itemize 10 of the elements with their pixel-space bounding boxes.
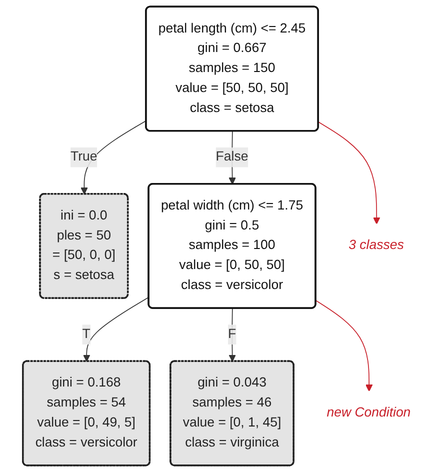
arrow bbox=[82, 296, 150, 362]
node-text: new Condition bbox=[326, 406, 411, 420]
node-text: 3 classes bbox=[348, 238, 404, 253]
arrow bbox=[318, 122, 380, 224]
edge-label: T bbox=[82, 327, 90, 342]
edge-label: True bbox=[70, 150, 98, 164]
arrow bbox=[228, 308, 236, 362]
edge-label: F bbox=[228, 327, 236, 342]
edge-label: False bbox=[216, 150, 248, 164]
arrow bbox=[315, 300, 373, 392]
